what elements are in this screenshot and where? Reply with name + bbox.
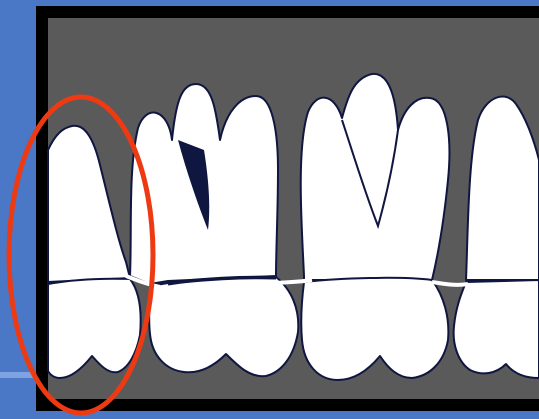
tooth-right-crown — [454, 280, 539, 378]
tooth-center — [301, 74, 450, 380]
tooth-center-roots — [301, 74, 450, 280]
tooth-right-roots — [466, 97, 539, 280]
tooth-second — [130, 84, 298, 376]
